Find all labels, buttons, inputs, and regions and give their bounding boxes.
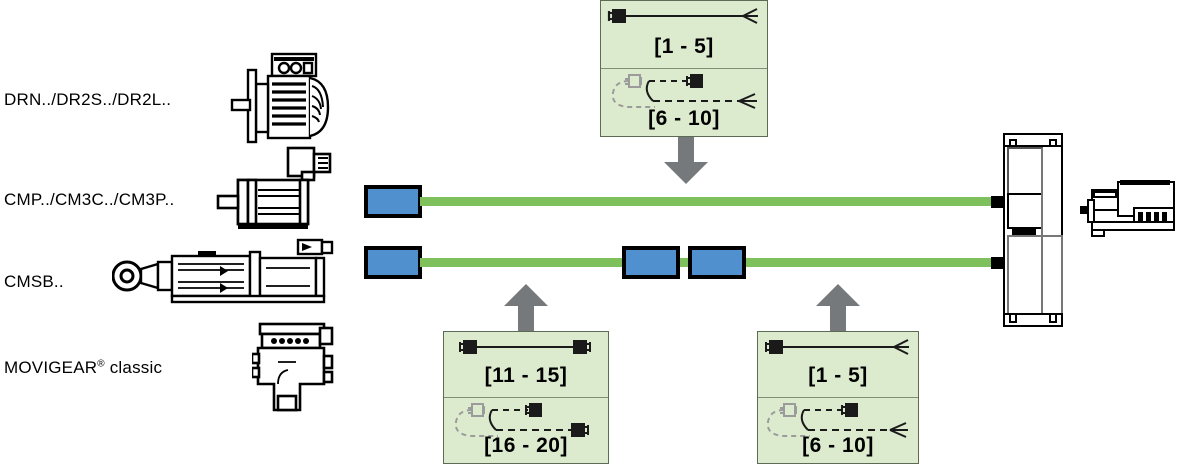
movigear-name: MOVIGEAR xyxy=(4,358,98,377)
infobox-bottom-right-row-1: [6 - 10] xyxy=(758,398,918,464)
infobox-top-range-1: [6 - 10] xyxy=(648,107,720,130)
cable-plug-to-plug-icon xyxy=(444,332,608,367)
device-label-drn: DRN../DR2S../DR2L.. xyxy=(4,90,172,109)
servo-motor-icon xyxy=(216,142,336,237)
movigear-icon xyxy=(250,322,338,419)
device-label-cmp: CMP../CM3C../CM3P.. xyxy=(4,190,175,209)
infobox-bottom-left-range-0: [11 - 15] xyxy=(484,364,568,387)
infobox-bottom-left-range-1: [16 - 20] xyxy=(484,434,568,457)
arrow-up-bottom-right xyxy=(812,284,864,337)
inverter-cabinet xyxy=(1000,132,1068,335)
infobox-bottom-right-range-1: [6 - 10] xyxy=(802,434,874,457)
infobox-bottom-right-row-0: [1 - 5] xyxy=(758,332,918,398)
infobox-top: [1 - 5] xyxy=(600,0,768,137)
cable-upper-termination xyxy=(991,196,1003,208)
linear-servo-actuator-icon xyxy=(111,238,334,315)
cable-plug-to-plug-with-branch-icon xyxy=(444,398,608,447)
cable-plug-to-open-end-with-branch-icon xyxy=(758,398,918,447)
cable-upper-line xyxy=(420,197,992,206)
arrow-up-bottom-left xyxy=(500,284,552,337)
infobox-bottom-left-row-1: [16 - 20] xyxy=(444,398,608,464)
cable-plug-to-open-end-icon xyxy=(601,1,767,36)
infobox-bottom-right-range-0: [1 - 5] xyxy=(808,364,868,387)
infobox-bottom-right: [1 - 5] xyxy=(757,331,919,464)
cable-lower-inline-connector-2[interactable] xyxy=(688,246,746,279)
cable-plug-to-open-end-with-branch-icon xyxy=(601,69,767,118)
infobox-bottom-left: [11 - 15] xyxy=(443,331,609,464)
cable-lower-inline-connector-1[interactable] xyxy=(622,246,680,279)
cable-lower-plug-connector[interactable] xyxy=(364,246,422,279)
registered-mark: ® xyxy=(97,358,105,370)
device-label-movigear: MOVIGEAR® classic xyxy=(4,358,162,378)
control-unit xyxy=(1078,178,1178,245)
ac-motor-icon xyxy=(228,48,334,149)
arrow-down-top xyxy=(660,134,712,191)
cable-upper-plug-connector[interactable] xyxy=(364,185,422,218)
infobox-top-row-0: [1 - 5] xyxy=(601,1,767,69)
infobox-top-range-0: [1 - 5] xyxy=(654,35,714,58)
cable-lower-termination xyxy=(991,257,1003,269)
infobox-bottom-left-row-0: [11 - 15] xyxy=(444,332,608,398)
device-label-cmsb: CMSB.. xyxy=(4,272,64,291)
infobox-top-row-1: [6 - 10] xyxy=(601,69,767,137)
movigear-variant: classic xyxy=(104,358,163,377)
cable-plug-to-open-end-icon xyxy=(758,332,918,367)
